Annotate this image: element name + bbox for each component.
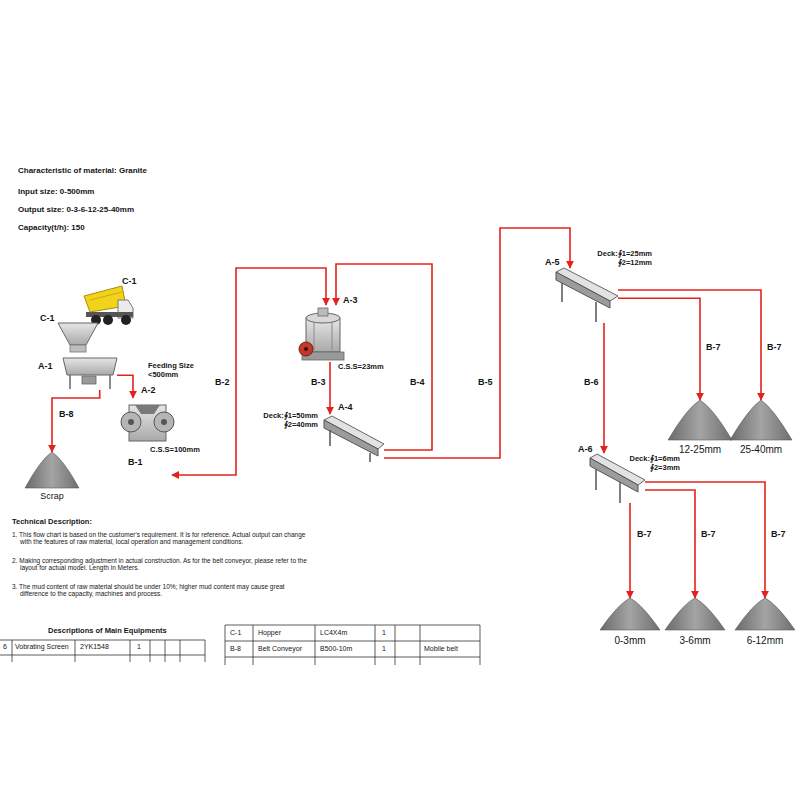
table-cell: B-8 (230, 645, 241, 653)
equipment-table-grid (0, 625, 480, 665)
conveyor-label: B-7 (705, 343, 722, 353)
conveyor-line (336, 264, 432, 450)
conveyor-line (384, 228, 570, 458)
table-cell: Hopper (258, 629, 281, 637)
conveyor-label: B-8 (58, 410, 75, 420)
table-cell: 6 (3, 643, 7, 651)
screen-label: A-4 (338, 402, 353, 412)
equipment-node: 0-3mm (600, 598, 660, 630)
table-cell: LC4X4m (320, 629, 347, 637)
screen-label: A-5 (545, 257, 560, 267)
equipment-node: 25-40mm (730, 400, 792, 440)
hopper-label: C-1 (40, 313, 55, 323)
conveyor-line (329, 362, 331, 414)
table-cell: Mobile belt (424, 645, 458, 653)
note-text: 1. This flow chart is based on the custo… (12, 531, 310, 546)
conveyor-line (629, 503, 631, 598)
table-cell: 2YK1548 (80, 643, 109, 651)
equipment-node: 3-6mm (665, 598, 725, 630)
conveyor-label: B-7 (636, 530, 653, 540)
jaw-crusher (121, 405, 174, 441)
conveyor-label: B-6 (583, 378, 600, 388)
screen-label: Deck:∮1=6mm ∮2=3mm (622, 455, 680, 472)
crusher-label: C.S.S=100mm (150, 446, 200, 455)
pile-label: 3-6mm (679, 635, 710, 647)
equipment-node: C-1 (80, 283, 134, 326)
conveyor-label: B-5 (477, 378, 494, 388)
conveyor-label: B-3 (310, 378, 327, 388)
note-heading: Technical Description: (12, 518, 92, 527)
conveyor-label: B-2 (214, 378, 231, 388)
conveyor-line (117, 375, 133, 398)
dump-truck (84, 286, 133, 325)
vibrating-feeder (63, 358, 117, 389)
conveyor-line (618, 290, 761, 400)
table-cell: B500-10m (320, 645, 352, 653)
equipment-node: C-1 (58, 322, 99, 353)
pile-label: Scrap (40, 491, 64, 501)
conveyor-line (603, 323, 605, 453)
crusher-label: C.S.S=23mm (338, 363, 384, 372)
conveyor-line (645, 490, 695, 598)
vibrating-screen (324, 416, 384, 462)
conveyor-label: B-7 (770, 530, 787, 540)
conveyor-label: B-1 (128, 457, 143, 467)
pile-label: 25-40mm (740, 444, 782, 456)
table-cell: C-1 (230, 629, 241, 637)
material-info: Input size: 0-500mm (18, 187, 94, 196)
equipment-node: A-6Deck:∮1=6mm ∮2=3mm (590, 453, 645, 503)
material-info: Characteristic of material: Granite (18, 166, 147, 175)
hopper (58, 323, 98, 352)
conveyor-line (645, 482, 765, 598)
note-text: 3. The mud content of raw material shoul… (12, 583, 310, 598)
material-info: Capacity(t/h): 150 (18, 223, 85, 232)
equipment-node: A-5Deck:∮1=25mm ∮2=12mm (556, 268, 618, 323)
equipment-node: A-2Feeding Size <500mmC.S.S=100mm (122, 398, 172, 478)
screen-label: Deck:∮1=50mm ∮2=40mm (256, 412, 318, 429)
conveyor-label: B-7 (700, 530, 717, 540)
feeder-label: A-1 (38, 361, 53, 371)
table-cell: Vobrating Screen (15, 643, 69, 651)
conveyor-line (618, 298, 700, 400)
conveyor-line (52, 390, 100, 452)
conveyor-line (172, 268, 326, 475)
equipment-node: Scrap (25, 452, 79, 488)
equipment-node: A-1 (63, 353, 117, 390)
crusher-label: A-3 (343, 295, 358, 305)
conveyor-label: B-7 (766, 343, 783, 353)
table-cell: Belt Conveyor (258, 645, 302, 653)
cone-crusher (299, 308, 344, 360)
screen-label: Deck:∮1=25mm ∮2=12mm (592, 250, 652, 267)
table-cell: 1 (382, 645, 386, 653)
material-info: Output size: 0-3-6-12-25-40mm (18, 205, 134, 214)
equipment-node: A-4Deck:∮1=50mm ∮2=40mm (322, 414, 384, 462)
vibrating-screen (556, 268, 618, 322)
crusher-label: Feeding Size <500mm (148, 362, 198, 379)
pile-label: 6-12mm (747, 635, 784, 647)
pile-label: 0-3mm (614, 635, 645, 647)
table-cell: 1 (137, 643, 141, 651)
pile-label: 12-25mm (679, 444, 721, 456)
crusher-label: A-2 (141, 385, 156, 395)
equipment-node: A-3C.S.S=23mm (298, 305, 346, 362)
equipment-node: 6-12mm (735, 598, 795, 630)
table-title: Descriptions of Main Equipments (48, 627, 167, 636)
table-cell: 1 (382, 629, 386, 637)
conveyor-label: B-4 (409, 378, 426, 388)
screen-label: A-6 (578, 444, 593, 454)
note-text: 2. Making corresponding adjustment in ac… (12, 557, 310, 572)
truck-label: C-1 (122, 276, 137, 286)
equipment-node: 12-25mm (668, 400, 732, 440)
